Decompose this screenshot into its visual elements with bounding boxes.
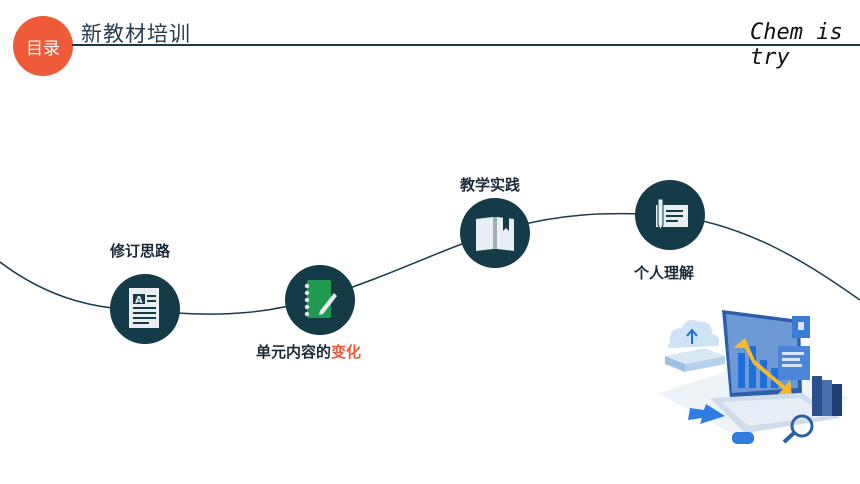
open-book-icon — [476, 215, 514, 251]
paper-pen-icon — [656, 198, 688, 232]
step-1-label: 修订思路 — [110, 242, 171, 260]
step-4-label: 个人理解 — [634, 264, 695, 282]
svg-text:A: A — [135, 295, 143, 306]
step-3-teaching-practice[interactable] — [460, 198, 530, 268]
step-1-revision-ideas[interactable]: A — [110, 274, 180, 344]
step-2-label-main: 单元内容的 — [256, 343, 332, 361]
data-analytics-laptop-icon — [658, 310, 850, 444]
step-4-personal-understanding[interactable] — [635, 180, 705, 250]
step-3-label: 教学实践 — [460, 176, 521, 194]
toc-badge: 目录 — [13, 16, 73, 76]
document-text-icon: A — [129, 288, 159, 328]
page-title: 新教材培训 — [81, 22, 191, 46]
step-2-label: 单元内容的变化 — [256, 341, 361, 362]
notebook-pencil-icon — [304, 280, 337, 318]
header-divider — [72, 44, 860, 46]
step-2-label-accent: 变化 — [331, 343, 362, 361]
brand-text: Chem is try — [750, 20, 850, 70]
step-2-unit-changes[interactable] — [285, 265, 355, 335]
brand-line-2: try — [750, 45, 790, 70]
brand-line-1: Chem is — [750, 20, 843, 45]
